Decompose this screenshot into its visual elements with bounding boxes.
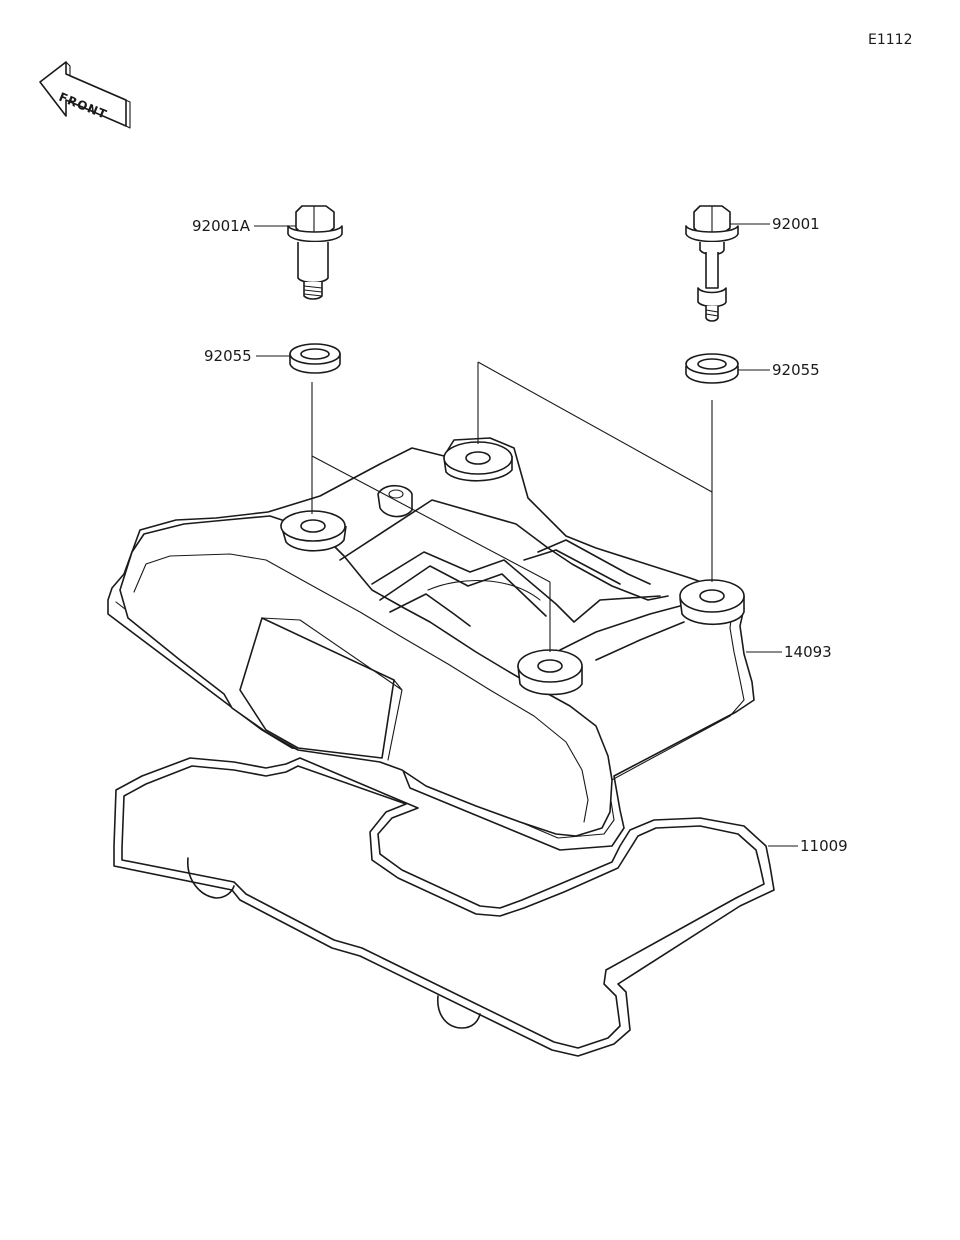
part-number-label: 92001A <box>192 217 251 235</box>
part-number-label: 14093 <box>784 643 832 661</box>
bolt-92001 <box>685 205 739 322</box>
callout-92055-left: 92055 <box>204 347 290 365</box>
assembly-reference-lines <box>311 361 713 652</box>
part-number-label: 11009 <box>800 837 848 855</box>
front-direction-arrow-icon: FRONT <box>39 61 131 129</box>
callout-92055-right: 92055 <box>738 361 820 379</box>
diagram-code: E1112 <box>868 32 912 48</box>
cylinder-head-cover-14093 <box>107 437 755 851</box>
bolt-92001a <box>287 205 343 300</box>
callout-14093: 14093 <box>746 643 832 661</box>
gasket-11009 <box>113 757 775 1057</box>
grommet-92055-left <box>289 343 341 374</box>
front-arrow-label: FRONT <box>57 90 109 122</box>
callout-92001: 92001 <box>730 215 820 233</box>
part-number-label: 92001 <box>772 215 820 233</box>
callout-92001a: 92001A <box>192 217 296 235</box>
part-number-label: 92055 <box>772 361 820 379</box>
grommet-92055-right <box>685 353 739 384</box>
callout-11009: 11009 <box>768 837 848 855</box>
part-number-label: 92055 <box>204 347 252 365</box>
